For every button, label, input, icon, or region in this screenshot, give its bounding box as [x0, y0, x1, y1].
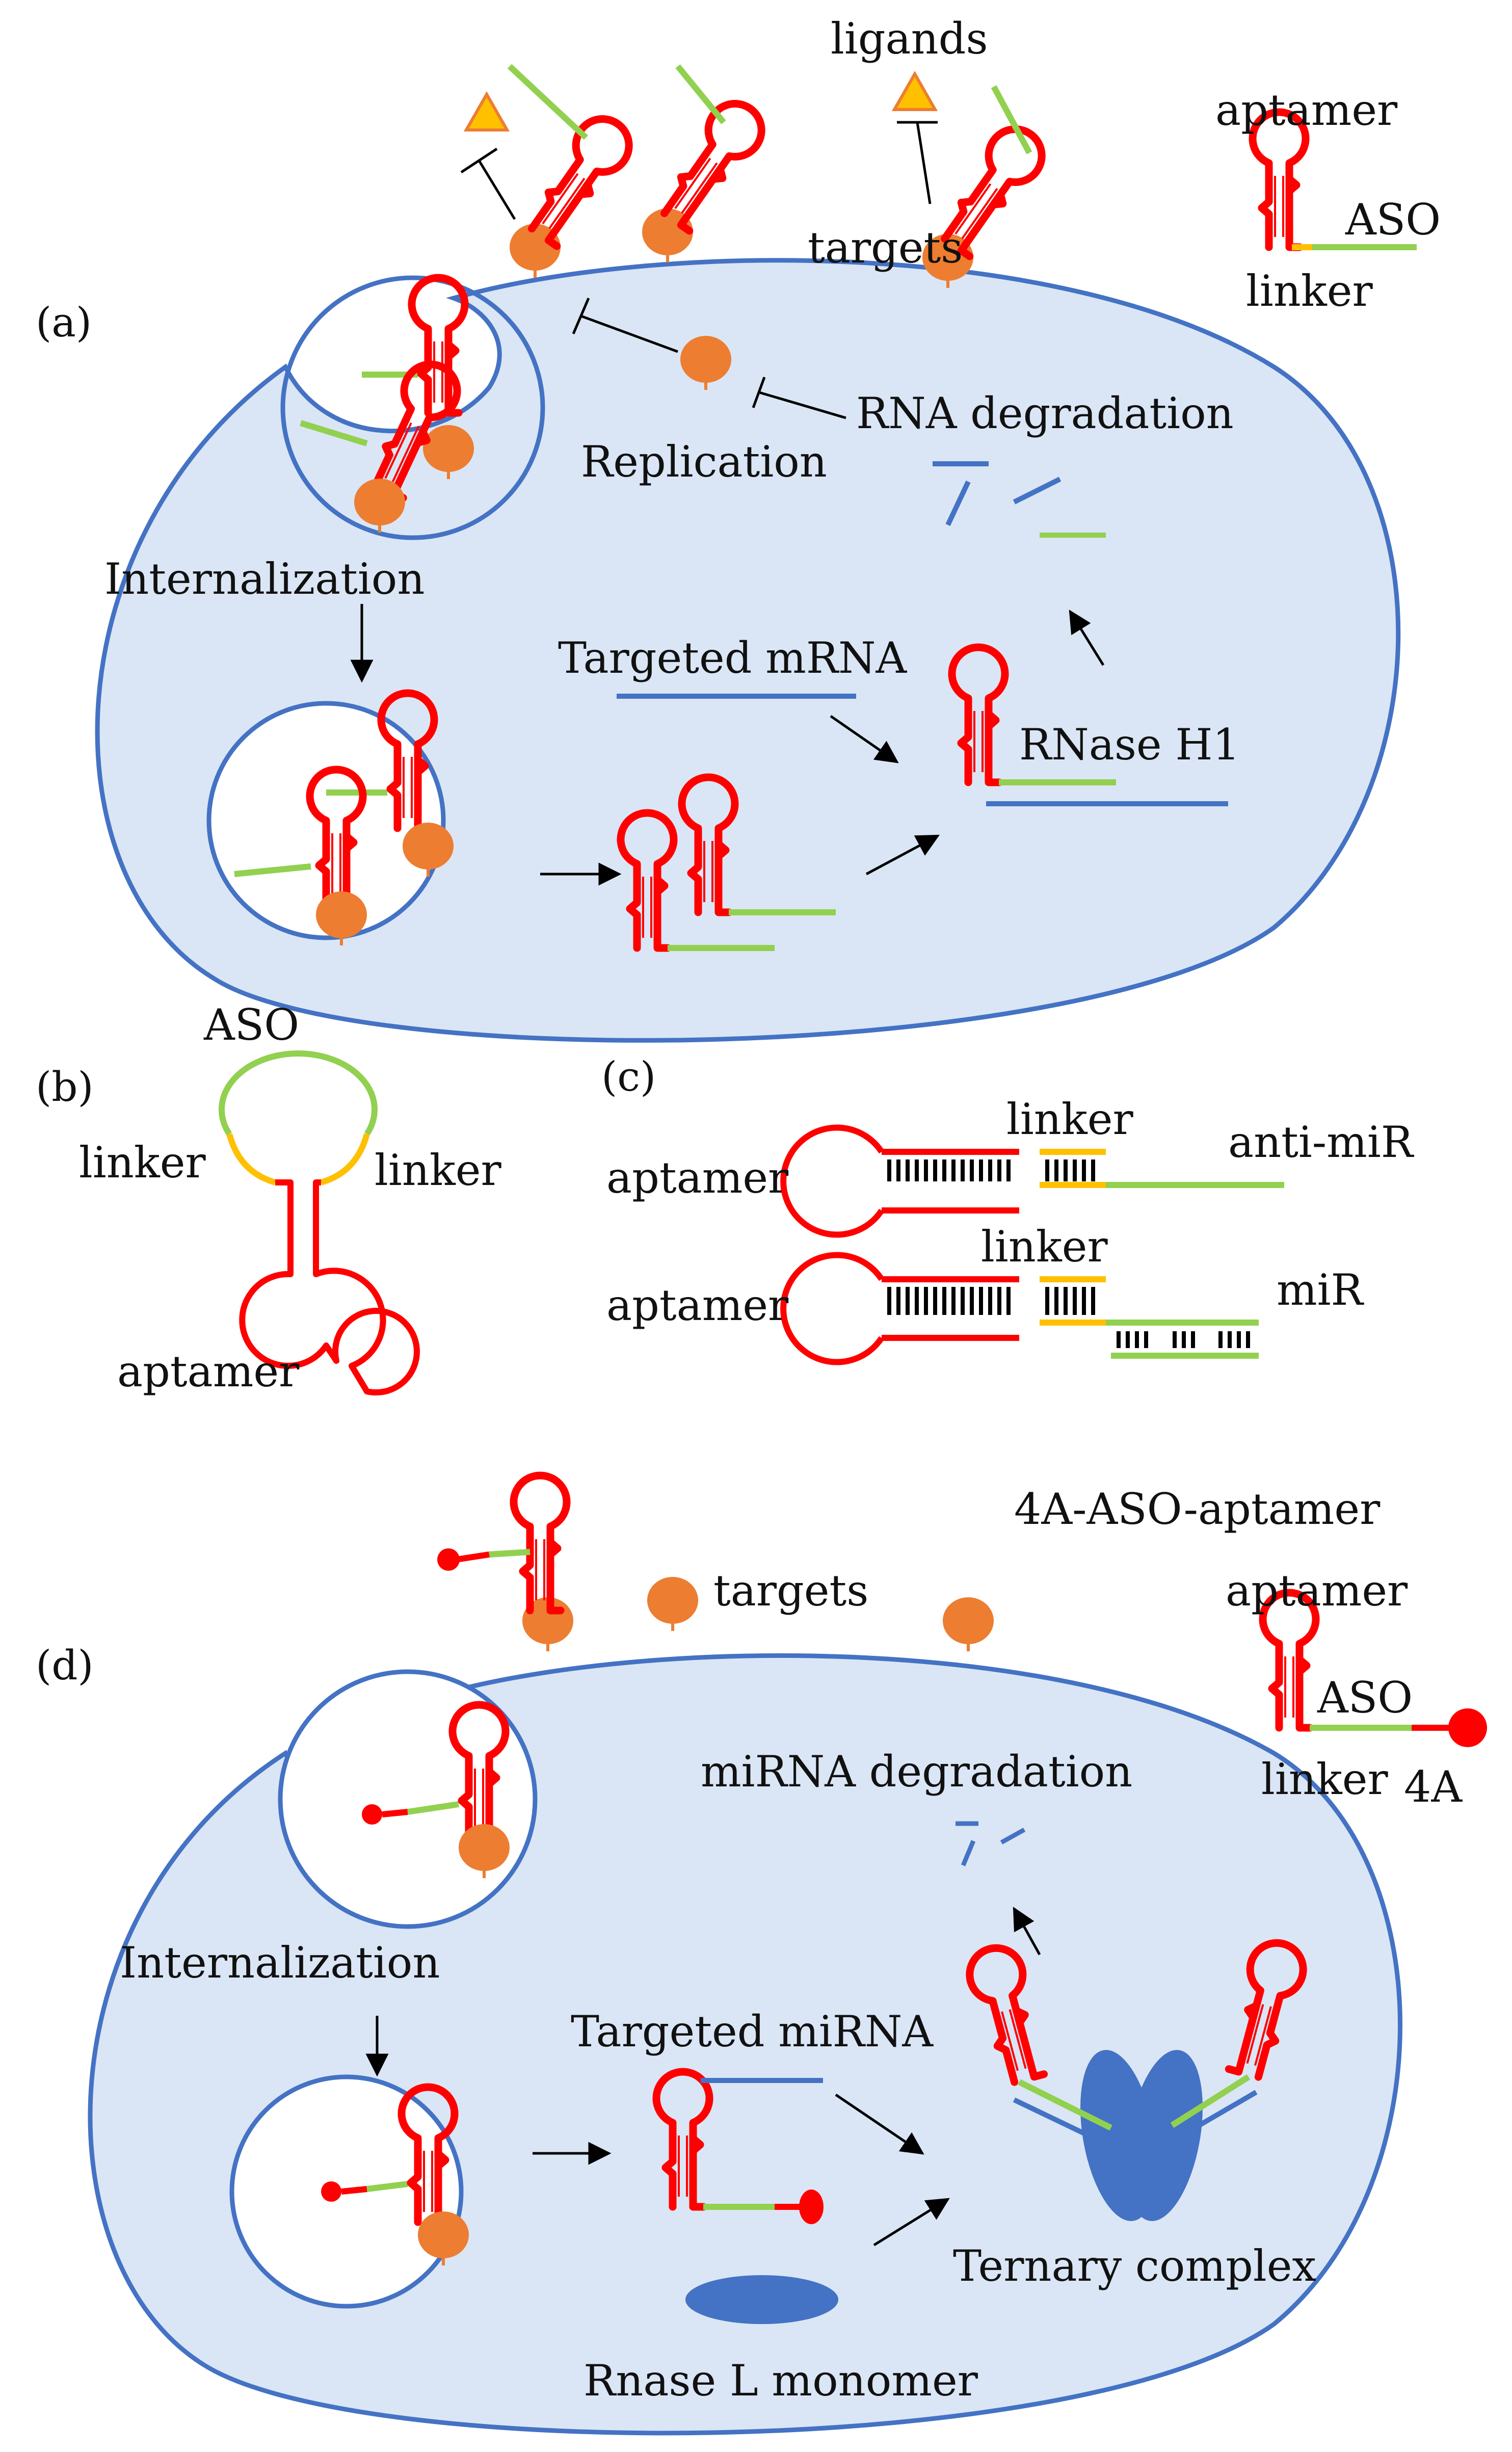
rnase-h1-complex [952, 647, 1228, 806]
arrow-icon [350, 604, 1105, 886]
inhibition-bar-icon [752, 377, 846, 419]
legend-aso-label: ASO [1345, 195, 1441, 245]
aptamer-mir-construct [780, 1252, 1259, 1365]
4a-cap [799, 2190, 824, 2224]
legend-linker-label: linker [1246, 266, 1373, 316]
ligand-triangle-icon [463, 91, 510, 131]
panel-c-label: (c) [601, 1053, 656, 1100]
anti-mir-label: anti-miR [1228, 1117, 1415, 1167]
linker-left-label: linker [79, 1138, 206, 1188]
aptamer-label: aptamer [117, 1347, 300, 1396]
endosome-d-2-contents [321, 2087, 469, 2265]
rnase-l-icon [685, 2275, 838, 2324]
aso-label: ASO [203, 1000, 299, 1050]
endosome-a-1 [280, 275, 545, 540]
4a-cap [1448, 1708, 1487, 1747]
aptamer-aso-conjugate [642, 64, 772, 262]
4a-aso-aptamer-conjugate [437, 1475, 573, 1651]
legend-aptamer-label: aptamer [1215, 85, 1398, 135]
panel-d: (d) 4A-ASO-aptamer aptamer ASO linker 4A… [36, 1475, 1487, 2436]
degraded-rna-fragments [933, 461, 1106, 538]
panel-d-label: (d) [36, 1642, 94, 1689]
mir-label: miR [1277, 1265, 1365, 1315]
aptamer-anti-mir-construct [780, 1124, 1284, 1238]
row1-aptamer-label: aptamer [606, 1153, 789, 1203]
legend-d [1263, 1593, 1487, 1747]
legend-d-4a-label: 4A [1404, 1762, 1463, 1812]
endosome-d-1-contents [362, 1705, 510, 1878]
row2-aptamer-label: aptamer [606, 1280, 789, 1330]
aptamer-strand [239, 1179, 420, 1395]
base-pair-ticks [887, 1159, 1250, 1348]
row2-linker-label: linker [981, 1222, 1108, 1272]
panel-b-label: (b) [36, 1063, 94, 1111]
4a-cap [437, 1548, 460, 1571]
ligands-label: ligands [831, 14, 988, 64]
row1-linker-label: linker [1006, 1094, 1133, 1144]
4a-aso-aptamer-title: 4A-ASO-aptamer [1014, 1484, 1381, 1534]
ternary-complex [964, 1937, 1309, 2221]
internalization-d-label: Internalization [120, 1938, 440, 1988]
released-4a-conjugate [656, 2072, 824, 2224]
targets-label: targets [808, 223, 963, 273]
target-receptor-icon [943, 1597, 994, 1651]
rna-degradation-label: RNA degradation [856, 388, 1234, 438]
aptamer-aso-conjugate [460, 64, 640, 278]
legend-d-linker-label: linker [1261, 1754, 1388, 1804]
legend-d-aso-label: ASO [1317, 1673, 1413, 1723]
rnase-h1-label: RNase H1 [1019, 720, 1240, 770]
panel-b: (b) ASO linker linker aptamer [36, 1000, 501, 1396]
panel-a-label: (a) [36, 299, 92, 346]
endosome-a-1-contents [300, 278, 474, 533]
rnase-l-icon [1126, 2050, 1203, 2221]
target-receptor-icon [647, 1577, 698, 1631]
arrow-icon [365, 1907, 1041, 2247]
released-conjugate [621, 777, 836, 948]
linker-segment [226, 1133, 276, 1185]
targeted-mrna-label: Targeted mRNA [558, 633, 908, 683]
internalization-label: Internalization [104, 554, 425, 604]
degraded-mirna-fragments [956, 1821, 1026, 1866]
aso-loop [219, 1050, 378, 1136]
linker-segment [320, 1133, 370, 1185]
inhibition-bar-icon [897, 121, 938, 204]
endosome-a-2-contents [234, 693, 454, 945]
inhibition-bar-icon [572, 298, 678, 353]
legend-d-aptamer-label: aptamer [1226, 1566, 1408, 1616]
ligand-triangle-icon [891, 70, 938, 111]
linker-right-label: linker [375, 1145, 501, 1195]
legend-a [1253, 112, 1417, 247]
replication-label: Replication [581, 437, 827, 487]
panel-a: (a) aptamer ASO linker ligands targets R… [36, 14, 1441, 1043]
mirna-degradation-label: miRNA degradation [701, 1747, 1132, 1797]
inhibition-bar-icon [460, 147, 516, 220]
targeted-mirna-label: Targeted miRNA [571, 2007, 934, 2056]
ternary-complex-label: Ternary complex [953, 2241, 1316, 2291]
targets-d-label: targets [713, 1566, 868, 1616]
aptamer-aso-conjugate [891, 70, 1052, 288]
rnase-l-label: Rnase L monomer [583, 2356, 978, 2406]
panel-c: (c) aptamer linker anti-miR aptamer link… [601, 1053, 1415, 1365]
aptamer-hairpin-icon [514, 1475, 567, 1611]
